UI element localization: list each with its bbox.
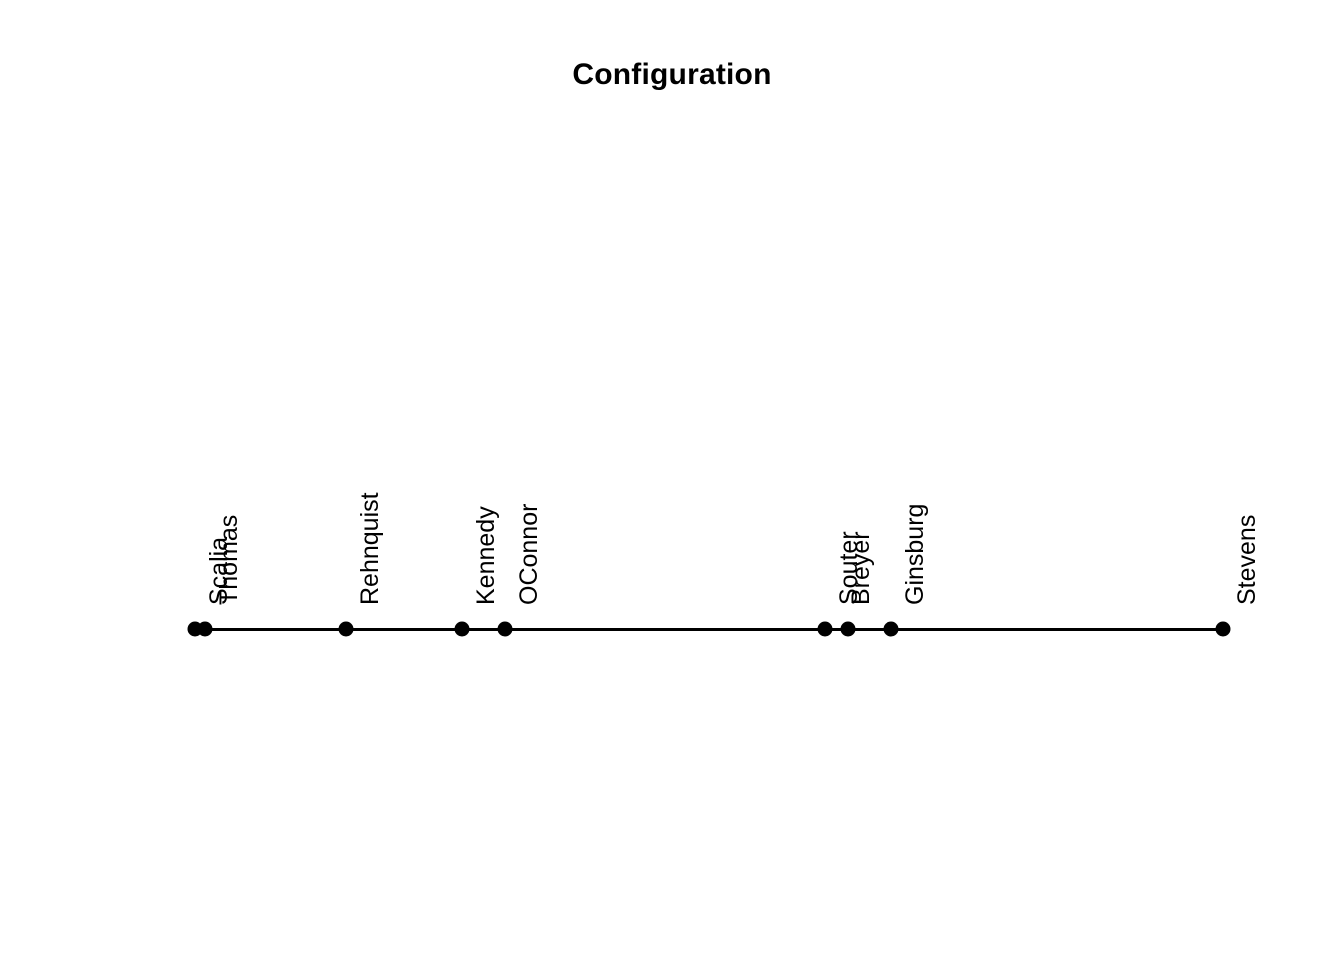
data-point-rehnquist — [338, 621, 354, 637]
page-title: Configuration — [572, 58, 772, 91]
point-label-breyer: Breyer — [847, 531, 875, 605]
point-label-kennedy: Kennedy — [472, 506, 500, 605]
point-label-oconnor: OConnor — [515, 503, 543, 605]
point-label-thomas: Thomas — [215, 514, 243, 605]
data-point-kennedy — [454, 621, 470, 637]
point-label-rehnquist: Rehnquist — [356, 492, 384, 605]
data-point-oconnor — [497, 621, 513, 637]
axis-line — [192, 628, 1227, 631]
data-point-thomas — [197, 621, 213, 637]
point-label-stevens: Stevens — [1233, 514, 1261, 605]
data-point-souter — [817, 621, 833, 637]
data-point-ginsburg — [883, 621, 899, 637]
point-label-ginsburg: Ginsburg — [901, 503, 929, 605]
data-point-breyer — [840, 621, 856, 637]
data-point-stevens — [1215, 621, 1231, 637]
